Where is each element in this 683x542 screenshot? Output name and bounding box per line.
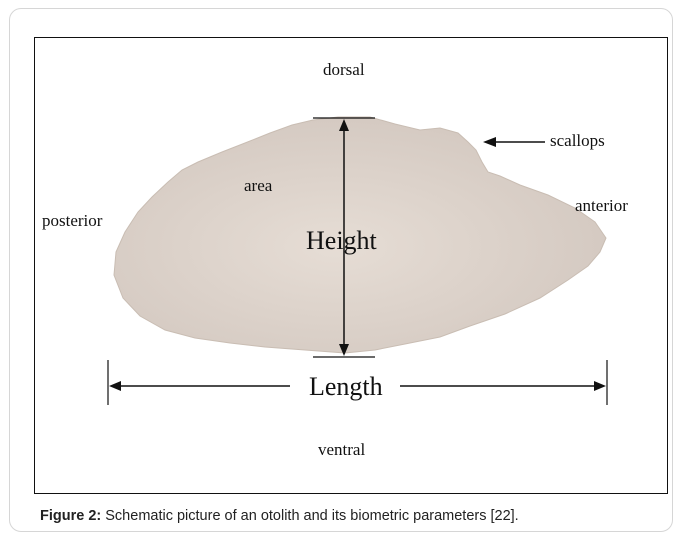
figure-caption: Figure 2: Schematic picture of an otolit… — [40, 508, 680, 524]
label-posterior: posterior — [42, 211, 102, 231]
scallops-pointer-arrow-icon — [483, 137, 496, 147]
label-length: Length — [309, 372, 383, 402]
label-anterior: anterior — [575, 196, 628, 216]
length-arrow-left-icon — [109, 381, 121, 391]
label-ventral: ventral — [318, 440, 365, 460]
label-scallops: scallops — [550, 131, 605, 151]
caption-text: Schematic picture of an otolith and its … — [105, 508, 518, 524]
label-height: Height — [306, 226, 377, 256]
label-dorsal: dorsal — [323, 60, 365, 80]
label-area: area — [244, 176, 272, 196]
caption-prefix: Figure 2: — [40, 508, 101, 524]
length-arrow-right-icon — [594, 381, 606, 391]
